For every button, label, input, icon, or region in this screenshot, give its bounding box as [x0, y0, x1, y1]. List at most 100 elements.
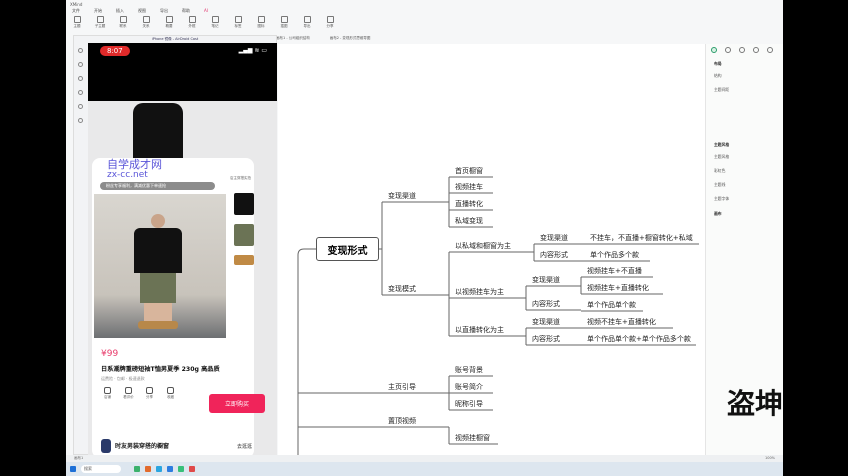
menu-help[interactable]: 帮助 [182, 8, 190, 13]
product-photo[interactable] [94, 194, 226, 338]
outline-icon[interactable] [753, 47, 759, 53]
toolbar-button[interactable]: 外框 [185, 14, 199, 34]
topic-channel-value[interactable]: 视频挂车+不直播 [587, 267, 642, 275]
toolbar-button[interactable]: 导出 [300, 14, 314, 34]
topic-pinned-video[interactable]: 置顶视频 [388, 417, 416, 425]
style-icon[interactable] [711, 47, 717, 53]
toolbar-button[interactable]: 概要 [162, 14, 176, 34]
topic-content[interactable]: 内容形式 [532, 300, 560, 308]
topic-monetization-mode[interactable]: 变现模式 [388, 285, 416, 293]
topic-live-conversion[interactable]: 直播转化 [455, 200, 483, 208]
pen-icon[interactable] [77, 90, 83, 95]
topic-channel[interactable]: 变现渠道 [540, 234, 568, 242]
topic-channel-value[interactable]: 视频挂车+直播转化 [587, 284, 649, 292]
history-icon[interactable] [767, 47, 773, 53]
thumb-shorts[interactable] [234, 224, 254, 246]
menu-start[interactable]: 开始 [94, 8, 102, 13]
topic-nickname-guide[interactable]: 昵称引导 [455, 400, 483, 408]
topic-spacing[interactable]: 主题间距 [714, 87, 730, 92]
topic-mode-private[interactable]: 以私域和橱窗为主 [455, 242, 511, 250]
topic-mode-live[interactable]: 以直播转化为主 [455, 326, 504, 334]
layout-structure[interactable]: 结构 [714, 73, 722, 78]
toolbar-button[interactable]: 关系 [139, 14, 153, 34]
share-button[interactable]: 分享 [143, 387, 156, 400]
rotate-icon[interactable] [77, 76, 83, 81]
tab-canvas-2[interactable]: 画布2 - 变现形式思维导图 [329, 36, 371, 40]
screenshot-icon[interactable] [77, 104, 83, 109]
menu-ai[interactable]: AI [204, 8, 208, 13]
topic-video-window[interactable]: 视频挂橱窗 [455, 434, 490, 442]
taskbar-search[interactable]: 搜索 [81, 465, 121, 473]
menu-export[interactable]: 导出 [160, 8, 168, 13]
theme-style[interactable]: 主题风格 [714, 154, 730, 159]
topic-channel-value[interactable]: 视频不挂车+直播转化 [587, 318, 656, 326]
map-icon[interactable] [725, 47, 731, 53]
visit-shop-button[interactable]: 去逛逛 [237, 444, 253, 450]
app-icon[interactable] [156, 466, 162, 472]
topic-video-cart[interactable]: 视频挂车 [455, 183, 483, 191]
menu-file[interactable]: 文件 [72, 8, 80, 13]
windows-start-icon[interactable] [70, 466, 76, 472]
topic-content-value[interactable]: 单个作品单个款+单个作品多个款 [587, 335, 691, 343]
product-title[interactable]: 日系潮牌重磅短袖T恤男夏季 230g 高品质 [101, 366, 220, 373]
topic-content[interactable]: 内容形式 [540, 251, 568, 259]
toolbar: 主题子主题联系关系概要外框笔记标签图标插图导出分享 [66, 14, 783, 34]
theme-font[interactable]: 主题字体 [714, 196, 730, 201]
topic-private-domain[interactable]: 私域变现 [455, 217, 483, 225]
tool-icon [142, 16, 150, 23]
topic-channel-value[interactable]: 不挂车，不直播+橱窗转化+私域 [590, 234, 693, 242]
tab-bar: 画布1 - 公司组织结构 画布2 - 变现形式思维导图 [276, 34, 776, 43]
fullscreen-icon[interactable] [77, 62, 83, 67]
thumb-tshirt[interactable] [234, 193, 254, 215]
sheet-tab[interactable]: 画布1 [74, 456, 84, 460]
status-bar: 画布1 100% [66, 455, 783, 462]
app-icon[interactable] [167, 466, 173, 472]
toolbar-button[interactable]: 插图 [277, 14, 291, 34]
topic-mode-video[interactable]: 以视频挂车为主 [455, 288, 504, 296]
reviews-button[interactable]: 看评价 [122, 387, 135, 400]
topic-account-bg[interactable]: 账号背景 [455, 366, 483, 374]
tab-canvas-1[interactable]: 画布1 - 公司组织结构 [276, 36, 310, 40]
toolbar-button[interactable]: 图标 [254, 14, 268, 34]
topic-homepage-window[interactable]: 首页橱窗 [455, 167, 483, 175]
zoom-level[interactable]: 100% [764, 456, 775, 460]
topic-content-value[interactable]: 单个作品单个款 [587, 301, 636, 309]
topic-channel[interactable]: 变现渠道 [532, 318, 560, 326]
topic-channel[interactable]: 变现渠道 [532, 276, 560, 284]
topic-content[interactable]: 内容形式 [532, 335, 560, 343]
shop-icon [104, 387, 111, 394]
favorite-button[interactable]: 收藏 [164, 387, 177, 400]
icons-icon[interactable] [739, 47, 745, 53]
shop-name[interactable]: 时友男装穿搭的橱窗 [115, 443, 170, 450]
model-image [134, 214, 182, 334]
toolbar-button[interactable]: 笔记 [208, 14, 222, 34]
settings-icon[interactable] [77, 118, 83, 123]
menu-insert[interactable]: 插入 [116, 8, 124, 13]
overlay-watermark: 盗坤 [727, 387, 784, 420]
toolbar-button[interactable]: 分享 [323, 14, 337, 34]
thumb-shoes[interactable] [234, 255, 254, 265]
toolbar-button[interactable]: 标签 [231, 14, 245, 34]
mindmap-canvas[interactable]: 变现形式 变现渠道 首页橱窗 视频挂车 直播转化 私域变现 变现模式 以私域和橱… [278, 44, 705, 455]
panel-tabs [706, 44, 783, 56]
browser-icon[interactable] [145, 466, 151, 472]
toolbar-button[interactable]: 主题 [70, 14, 84, 34]
menu-bar: 文件 开始 插入 视图 导出 帮助 AI [66, 8, 783, 14]
profile-icon[interactable] [77, 48, 83, 53]
root-topic[interactable]: 变现形式 [316, 237, 379, 261]
xmind-icon[interactable] [178, 466, 184, 472]
topic-content-value[interactable]: 单个作品多个款 [590, 251, 639, 259]
menu-view[interactable]: 视图 [138, 8, 146, 13]
topic-monetization-channel[interactable]: 变现渠道 [388, 192, 416, 200]
topic-homepage-guide[interactable]: 主页引导 [388, 383, 416, 391]
rainbow-color[interactable]: 彩虹色 [714, 168, 726, 173]
buy-now-button[interactable]: 立即购买 [209, 394, 265, 413]
topic-account-intro[interactable]: 账号简介 [455, 383, 483, 391]
toolbar-button[interactable]: 联系 [116, 14, 130, 34]
shop-button[interactable]: 店铺 [101, 387, 114, 400]
branch-line[interactable]: 主题线 [714, 182, 726, 187]
app-icon[interactable] [189, 466, 195, 472]
app-icon[interactable] [134, 466, 140, 472]
toolbar-button[interactable]: 子主题 [93, 14, 107, 34]
